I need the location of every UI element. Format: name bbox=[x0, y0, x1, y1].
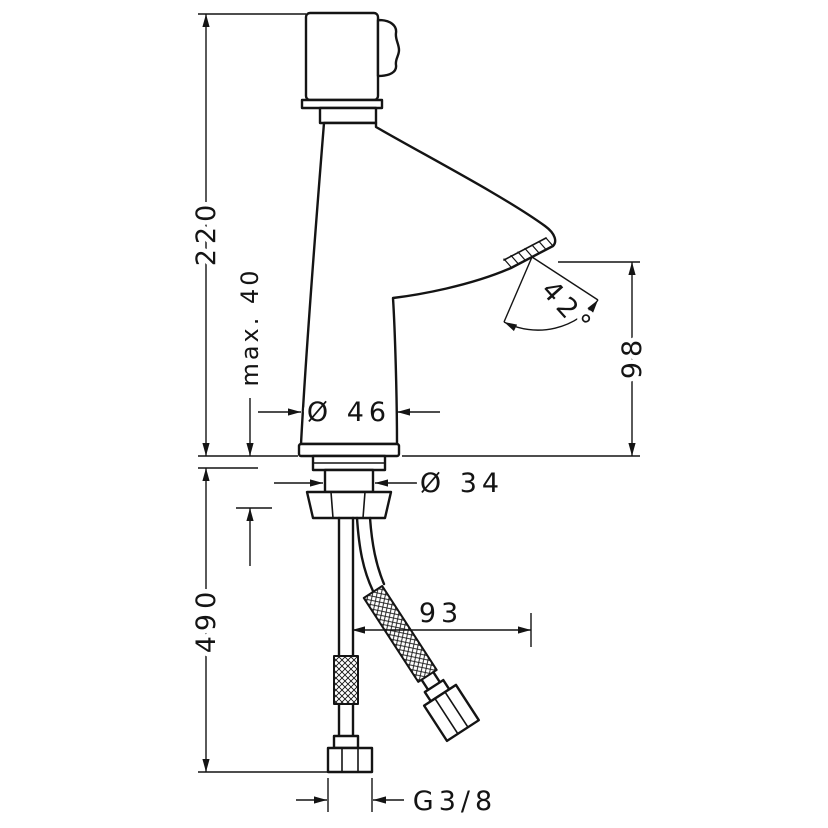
dim-label-hose-offset: 93 bbox=[419, 598, 463, 629]
supply-hose-straight bbox=[326, 516, 374, 774]
hose-tube bbox=[337, 516, 355, 738]
aerator-hatching bbox=[503, 237, 554, 268]
dimension-max-thickness: max. 40 bbox=[232, 263, 272, 566]
angle-arc bbox=[503, 299, 599, 332]
faucet-body-spout bbox=[299, 121, 557, 446]
dimension-hose-offset: 93 bbox=[352, 594, 532, 647]
handle-collar bbox=[318, 106, 378, 125]
dimension-shank-diameter: Ø 34 bbox=[274, 464, 504, 504]
hose-connector-nut bbox=[326, 746, 374, 774]
dimension-thread: G3/8 bbox=[296, 778, 497, 822]
angle-leg bbox=[531, 256, 599, 301]
hose-braid bbox=[333, 655, 359, 705]
mounting-hardware bbox=[305, 454, 393, 520]
dim-label-max-thickness: max. 40 bbox=[236, 267, 264, 386]
hose-collar bbox=[332, 734, 360, 750]
mounting-shank bbox=[323, 468, 375, 494]
dim-label-hose-length: 490 bbox=[191, 587, 222, 654]
supply-hose-angled bbox=[355, 516, 481, 743]
select-button bbox=[376, 18, 401, 78]
hose-connector-nut-angled bbox=[422, 683, 481, 743]
dim-label-shank-diameter: Ø 34 bbox=[420, 468, 504, 499]
mounting-nut-facets bbox=[330, 491, 366, 519]
mounting-nut bbox=[305, 490, 393, 520]
hose-neck bbox=[355, 516, 386, 593]
base-plate bbox=[297, 442, 401, 458]
hose-tube-angled bbox=[420, 670, 442, 692]
hose-nut-facets-angled bbox=[434, 691, 469, 735]
dimension-hose-length: 490 bbox=[187, 467, 330, 773]
dim-label-thread: G3/8 bbox=[413, 786, 497, 817]
hose-nut-facets bbox=[341, 747, 359, 773]
dimension-base-diameter: Ø 46 bbox=[258, 393, 440, 433]
faucet-handle bbox=[300, 11, 401, 125]
handle-knob bbox=[304, 11, 380, 102]
dimension-spray-angle: 42° bbox=[503, 256, 604, 347]
dim-label-spout-height: 98 bbox=[617, 335, 648, 379]
dimension-overall-height: 220 bbox=[187, 13, 306, 457]
dim-label-base-diameter: Ø 46 bbox=[307, 397, 391, 428]
dim-label-overall-height: 220 bbox=[191, 200, 222, 267]
dimension-spout-height: 98 bbox=[402, 261, 653, 457]
body-spout-outline bbox=[299, 121, 557, 446]
